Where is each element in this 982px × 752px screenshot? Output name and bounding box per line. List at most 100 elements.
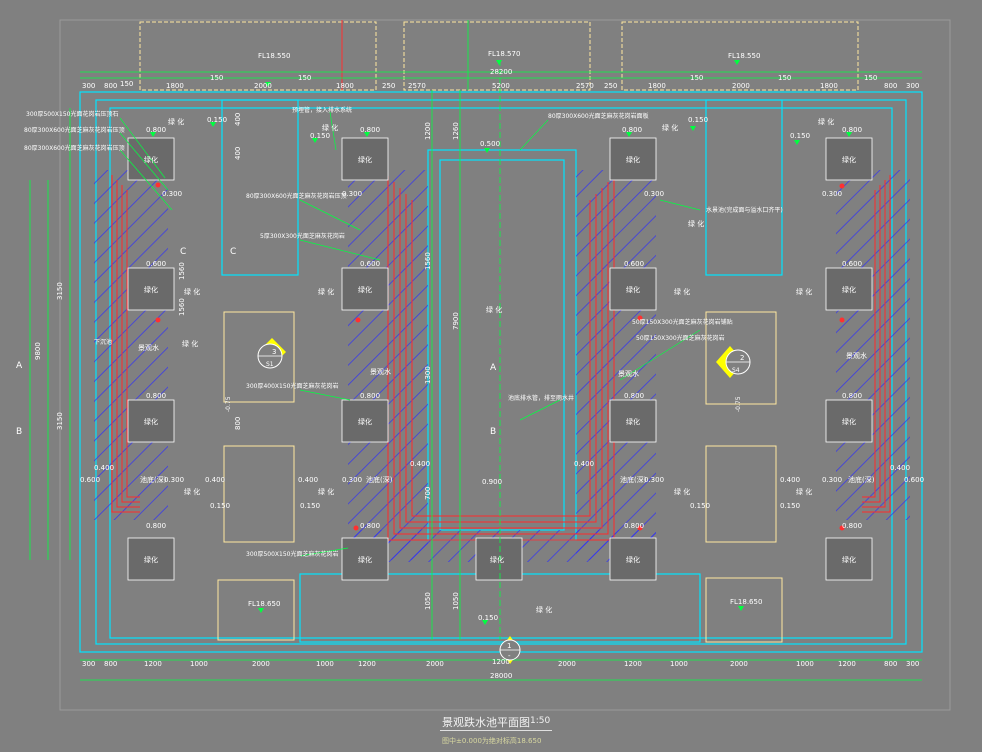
sec3-ref: S1 — [266, 361, 274, 368]
elev-top-right: FL18.550 — [728, 52, 760, 60]
level-text: 0.800 — [624, 392, 644, 400]
elev-top-left: FL18.550 — [258, 52, 290, 60]
level-text: 0.150 — [300, 502, 320, 510]
dim-text: 1800 — [648, 82, 666, 90]
level-text: 0.800 — [146, 392, 166, 400]
dim-text: 5200 — [492, 82, 510, 90]
dim-total-top: 28200 — [490, 68, 512, 76]
level-text: 0.300 — [342, 190, 362, 198]
green-label: 绿化 — [358, 155, 372, 164]
dim-text: 7900 — [452, 312, 460, 330]
green-label: 绿 化 — [318, 487, 334, 496]
level-text: 0.400 — [298, 476, 318, 484]
drawing-title: 景观跌水池平面图 — [442, 716, 530, 729]
annotation: 5厚300X300光面芝麻灰花岗岩 — [260, 232, 345, 240]
dim-text: 150 — [778, 74, 791, 82]
annotation: 80厚300X600光面芝麻灰花岗岩压顶 — [24, 144, 125, 152]
dim-text: 1000 — [190, 660, 208, 668]
dim-text: 1560 — [178, 262, 186, 280]
drain-points — [155, 182, 845, 531]
drawing-scale: 1:50 — [530, 716, 551, 726]
level-text: 0.400 — [574, 460, 594, 468]
level-text: 0.150 — [690, 502, 710, 510]
green-label: 绿 化 — [184, 287, 200, 296]
section-marker-2 — [716, 346, 751, 378]
dim-text: 2000 — [426, 660, 444, 668]
dim-text: 700 — [424, 487, 432, 500]
section-marker-3 — [257, 338, 286, 369]
sec2-ref: S4 — [732, 367, 740, 374]
sec1-num: 1 — [507, 642, 511, 650]
level-text: 0.150 — [790, 132, 810, 140]
annotation: 80厚300X600光面芝麻灰花岗岩面板 — [548, 112, 649, 120]
section-marker-1 — [499, 636, 521, 664]
level-text: 0.800 — [360, 522, 380, 530]
green-label: 绿 化 — [674, 487, 690, 496]
green-label: 绿 化 — [662, 123, 678, 132]
dim-text: 1050 — [452, 592, 460, 610]
level-text: 0.800 — [842, 522, 862, 530]
green-label: 绿 化 — [674, 287, 690, 296]
green-label: 绿化 — [358, 417, 372, 426]
level-text: 0.150 — [780, 502, 800, 510]
green-label: 绿化 — [626, 285, 640, 294]
level-markers — [150, 60, 852, 625]
annotation: 300厚500X150光面芝麻灰花岗岩 — [246, 550, 338, 558]
level-text: 0.400 — [780, 476, 800, 484]
dim-text: 1800 — [336, 82, 354, 90]
section-c-2: C — [230, 247, 236, 257]
level-values: 0.800 0.150 0.150 0.800 0.500 0.800 0.15… — [80, 116, 924, 622]
section-b-left: B — [16, 427, 22, 437]
depth-mark: -0.75 — [225, 396, 232, 412]
dim-text: 300 — [82, 660, 95, 668]
pool-label: 池底(深) — [140, 475, 167, 484]
dim-text: 150 — [690, 74, 703, 82]
green-label: 绿化 — [144, 417, 158, 426]
green-label: 绿化 — [626, 155, 640, 164]
annotation: 80厚300X600光面芝麻灰花岗岩压顶 — [246, 192, 347, 200]
level-text: 0.800 — [622, 126, 642, 134]
dim-text: 1000 — [796, 660, 814, 668]
level-text: 0.150 — [310, 132, 330, 140]
depth-mark: -0.75 — [735, 396, 742, 412]
section-a-left: A — [16, 361, 23, 371]
green-label: 绿化 — [842, 285, 856, 294]
green-label: 绿化 — [490, 555, 504, 564]
dim-text: 150 — [120, 80, 133, 88]
dim-text: 2000 — [254, 82, 272, 90]
level-text: 0.300 — [644, 190, 664, 198]
level-text: 0.300 — [162, 190, 182, 198]
green-label: 绿化 — [842, 155, 856, 164]
level-text: 0.300 — [644, 476, 664, 484]
top-paving — [139, 21, 859, 91]
green-label: 绿化 — [358, 285, 372, 294]
dim-text: 2570 — [408, 82, 426, 90]
dims-top-row: 300 800 150 1800 150 2000 150 1800 250 2… — [82, 74, 919, 90]
section-b-center: B — [490, 427, 496, 437]
paving-beds — [217, 311, 783, 643]
annotation: 水景池(完成面与溢水口齐平) — [706, 206, 783, 214]
sec1-minus: - — [508, 652, 511, 660]
dim-text: 1260 — [452, 122, 460, 140]
level-text: 0.600 — [360, 260, 380, 268]
level-text: 0.600 — [146, 260, 166, 268]
level-text: 0.600 — [904, 476, 924, 484]
annotation: 50厚150X300光面芝麻灰花岗岩铺贴 — [632, 318, 733, 326]
annotation: 300厚500X150光面花岗岩压顶石 — [26, 110, 118, 118]
level-text: 0.150 — [688, 116, 708, 124]
level-text: 0.900 — [482, 478, 502, 486]
dim-left-total: 9800 — [34, 342, 42, 360]
section-a-center: A — [490, 363, 497, 373]
dim-text: 800 — [104, 660, 117, 668]
dim-text: 1800 — [166, 82, 184, 90]
level-text: 0.500 — [480, 140, 500, 148]
level-text: 0.800 — [842, 392, 862, 400]
dim-text: 1000 — [316, 660, 334, 668]
green-label: 绿 化 — [796, 487, 812, 496]
green-label: 绿 化 — [182, 339, 198, 348]
planter-labels: 绿化 绿化 绿化 绿化 绿化 绿化 绿化 绿化 绿化 绿化 绿化 绿化 绿化 绿… — [138, 117, 875, 614]
level-text: 0.800 — [624, 522, 644, 530]
dim-text: 250 — [604, 82, 617, 90]
green-label: 绿 化 — [168, 117, 184, 126]
annotations: 300厚500X150光面花岗岩压顶石 80厚300X600光面芝麻灰花岗岩压顶… — [24, 106, 783, 558]
